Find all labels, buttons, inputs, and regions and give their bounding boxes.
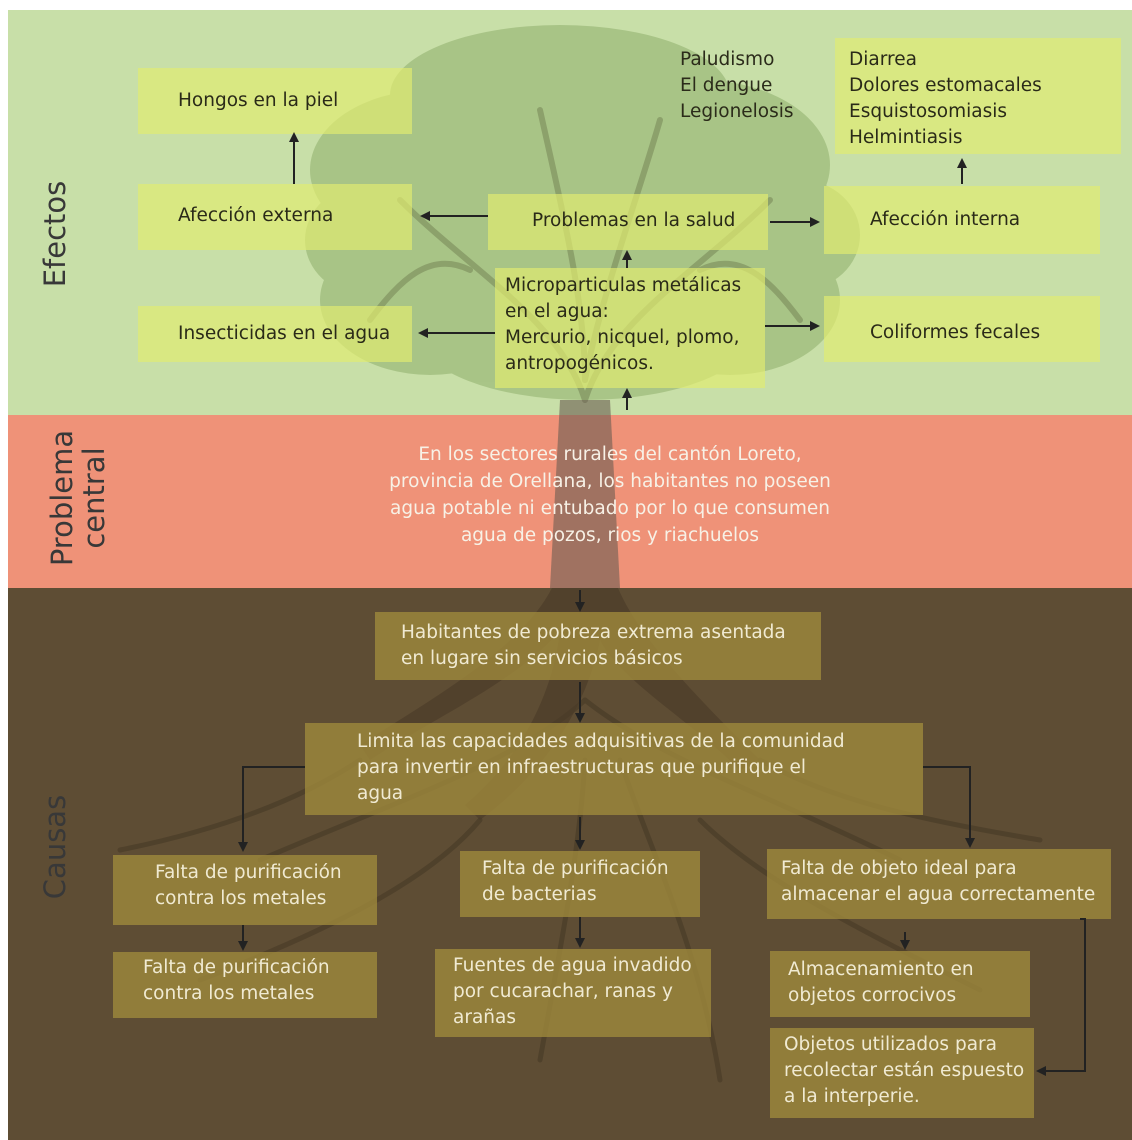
microparticulas-box: Microparticulas metálicas en el agua: Me… — [495, 268, 765, 388]
central-problem-section-label: Problema central — [45, 429, 111, 567]
effects-section-label: Efectos — [38, 180, 72, 288]
causes-section-label: Causas — [38, 794, 72, 900]
almacenamiento-box: Almacenamiento en objetos corrocivos — [770, 951, 1030, 1017]
objetos-box: Objetos utilizados para recolectar están… — [770, 1028, 1034, 1118]
tree-trunk — [360, 400, 760, 820]
central-problem-text: En los sectores rurales del cantón Loret… — [389, 444, 831, 546]
pobreza-box: Habitantes de pobreza extrema asentada e… — [375, 612, 821, 680]
afeccion-interna-box: Afección interna — [824, 186, 1100, 254]
insecticidas-box: Insecticidas en el agua — [138, 306, 412, 362]
enfermedades-left-text: Paludismo El dengue Legionelosis — [680, 49, 794, 122]
coliformes-box: Coliformes fecales — [824, 296, 1100, 362]
afeccion-externa-box: Afección externa — [138, 184, 412, 250]
falta-bacterias-box: Falta de purificación de bacterias — [460, 851, 700, 917]
capacidades-box: Limita las capacidades adquisitivas de l… — [305, 723, 923, 815]
falta-metales-2-box: Falta de purificación contra los metales — [113, 952, 377, 1018]
enfermedades-right-box: Diarrea Dolores estomacales Esquistosomi… — [835, 38, 1121, 154]
problemas-salud-box: Problemas en la salud — [488, 194, 768, 250]
hongos-piel-box: Hongos en la piel — [138, 68, 412, 134]
fuentes-agua-box: Fuentes de agua invadido por cucarachar,… — [435, 949, 711, 1037]
falta-metales-box: Falta de purificación contra los metales — [113, 855, 377, 925]
falta-objeto-box: Falta de objeto ideal para almacenar el … — [767, 849, 1111, 919]
